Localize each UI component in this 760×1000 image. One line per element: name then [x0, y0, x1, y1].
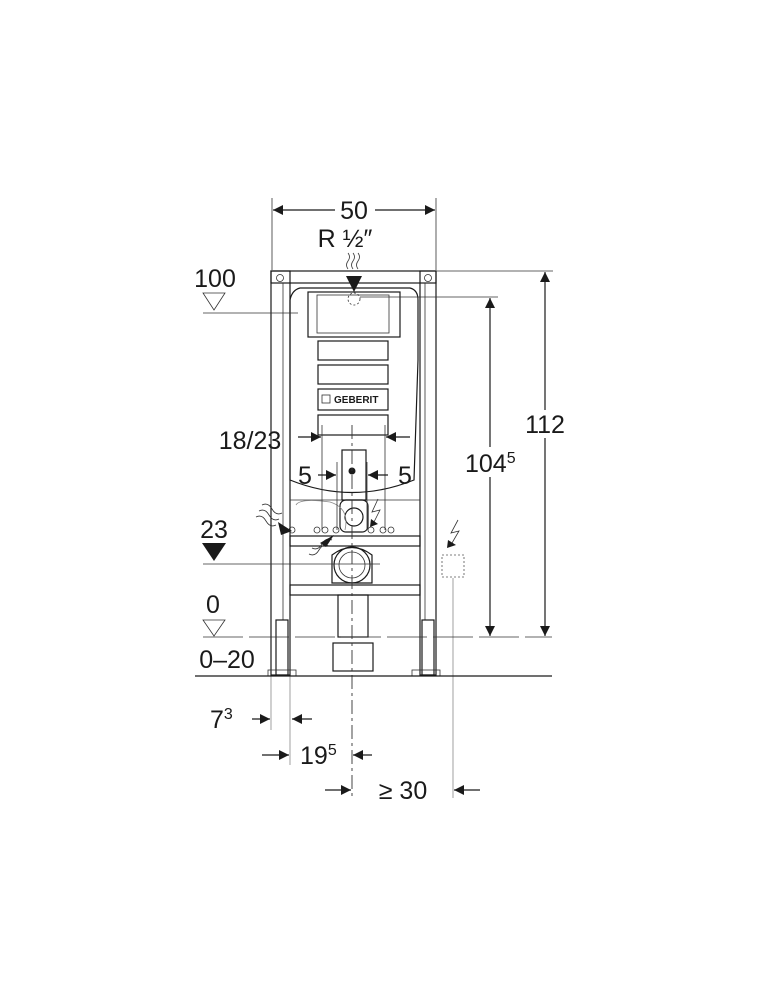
level-0: 0 0–20	[195, 591, 552, 677]
level-23: 23	[200, 516, 380, 565]
geberit-logo: GEBERIT	[334, 395, 378, 406]
water-flow-icon	[255, 503, 334, 556]
dimension-socket-distance: ≥ 30	[325, 777, 480, 805]
frame-depth-label: 73	[210, 706, 233, 734]
floor-range-label: 0–20	[199, 646, 255, 674]
dimension-cistern-height: 1045	[360, 296, 520, 636]
supply-thread-label: R ½″	[318, 225, 373, 253]
dimension-width: 50 R ½″	[271, 197, 437, 270]
level-100: 100	[194, 265, 298, 314]
dimension-flush-width: 18/23	[219, 427, 410, 455]
drain-bend	[331, 546, 374, 672]
cistern-height-label: 1045	[465, 450, 516, 478]
socket-distance-label: ≥ 30	[379, 777, 427, 805]
offset-left-label: 5	[298, 462, 312, 490]
offset-right-label: 5	[398, 462, 412, 490]
axis-offset-label: 195	[300, 742, 337, 770]
water-supply-icon	[346, 252, 362, 306]
dimension-frame-depth: 73	[210, 706, 312, 734]
total-height-label: 112	[525, 411, 565, 439]
dimension-offsets: 5 5	[298, 462, 412, 490]
flush-width-label: 18/23	[219, 427, 282, 455]
dimension-axis-offset: 195	[262, 742, 372, 770]
level-drain-label: 23	[200, 516, 228, 544]
level-floor-label: 0	[206, 591, 220, 619]
level-top-label: 100	[194, 265, 236, 293]
dimension-total-height: 112	[436, 270, 570, 636]
electrical-icon	[370, 498, 465, 578]
cistern: GEBERIT	[288, 287, 419, 534]
width-label: 50	[340, 197, 368, 225]
